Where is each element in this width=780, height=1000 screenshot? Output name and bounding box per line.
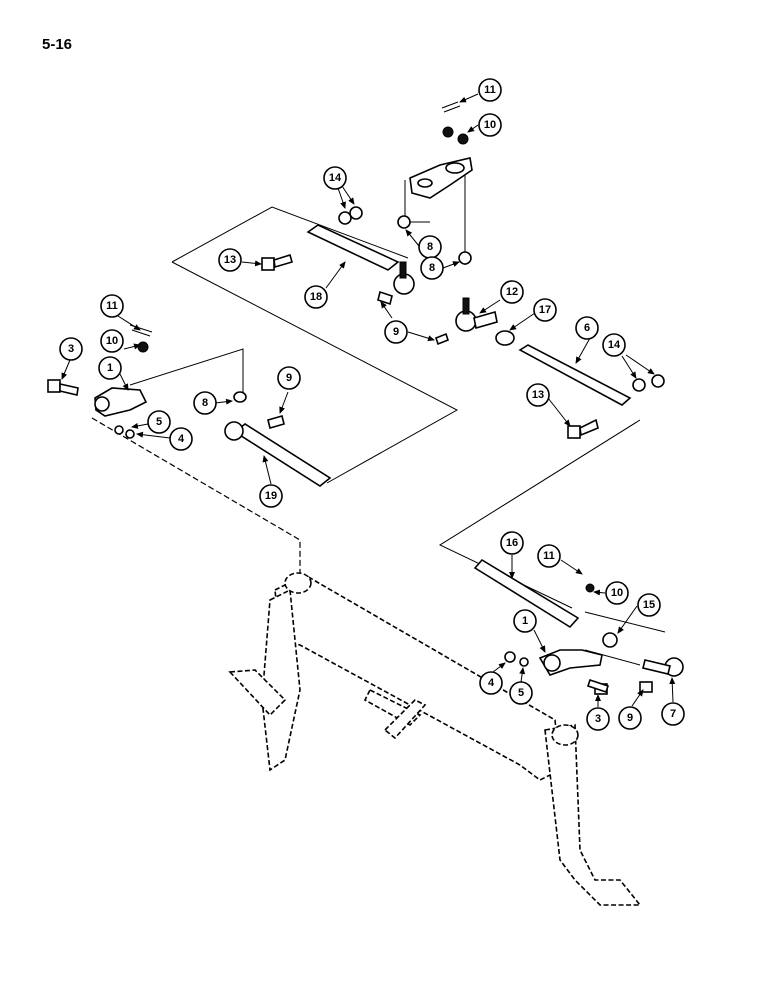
svg-text:18: 18 <box>310 291 322 303</box>
svg-text:5: 5 <box>518 687 524 699</box>
callout-4-b: 4 <box>479 671 503 695</box>
svg-text:8: 8 <box>202 397 208 409</box>
callout-7: 7 <box>661 702 685 726</box>
svg-text:15: 15 <box>643 599 655 611</box>
callout-11-c: 11 <box>537 544 561 568</box>
tie-rod-tube-left <box>224 391 332 487</box>
svg-text:1: 1 <box>522 615 528 627</box>
svg-text:3: 3 <box>68 343 74 355</box>
svg-text:4: 4 <box>178 433 185 445</box>
svg-text:14: 14 <box>608 339 621 351</box>
svg-text:3: 3 <box>595 713 601 725</box>
tie-rod-tube-right <box>518 344 665 406</box>
callout-14-b: 14 <box>602 333 626 357</box>
svg-text:14: 14 <box>329 172 342 184</box>
svg-text:13: 13 <box>224 254 236 266</box>
callout-17: 17 <box>533 298 557 322</box>
svg-text:16: 16 <box>506 537 518 549</box>
callout-9-c: 9 <box>618 706 642 730</box>
callout-11-a: 11 <box>478 78 502 102</box>
svg-text:7: 7 <box>670 708 676 720</box>
callout-4-a: 4 <box>169 427 193 451</box>
callout-15: 15 <box>637 593 661 617</box>
tie-rod-tee <box>435 297 498 346</box>
callout-11-b: 11 <box>100 294 124 318</box>
svg-text:10: 10 <box>484 119 496 131</box>
callout-12: 12 <box>500 280 524 304</box>
svg-text:10: 10 <box>611 587 623 599</box>
callout-9-b: 9 <box>277 366 301 390</box>
callout-5-b: 5 <box>509 681 533 705</box>
svg-text:11: 11 <box>543 550 555 562</box>
callout-10-c: 10 <box>605 581 629 605</box>
svg-text:8: 8 <box>427 241 433 253</box>
callout-8-c: 8 <box>193 391 217 415</box>
callout-1-b: 1 <box>513 609 537 633</box>
callout-3-b: 3 <box>586 707 610 731</box>
callout-14-a: 14 <box>323 166 347 190</box>
front-axle <box>228 572 642 906</box>
svg-text:9: 9 <box>627 712 633 724</box>
page-number: 5-16 <box>42 36 73 53</box>
callout-19: 19 <box>259 484 283 508</box>
callout-10-b: 10 <box>100 329 124 353</box>
callout-9-a: 9 <box>384 320 408 344</box>
callout-8-a: 8 <box>418 235 442 259</box>
svg-text:4: 4 <box>488 677 495 689</box>
svg-text:19: 19 <box>265 490 277 502</box>
svg-text:1: 1 <box>107 362 113 374</box>
svg-text:9: 9 <box>393 326 399 338</box>
callout-13-a: 13 <box>218 248 242 272</box>
svg-text:6: 6 <box>584 322 590 334</box>
right-tie-rod-assembly <box>473 558 684 695</box>
svg-text:13: 13 <box>532 389 544 401</box>
svg-text:11: 11 <box>484 84 496 96</box>
svg-text:5: 5 <box>156 416 162 428</box>
svg-text:9: 9 <box>286 372 292 384</box>
upper-bolt <box>261 253 293 271</box>
drag-link <box>306 224 415 306</box>
assembly-guide-lines <box>91 173 666 666</box>
svg-text:8: 8 <box>429 262 435 274</box>
callout-13-b: 13 <box>526 383 550 407</box>
callout-leaders <box>61 93 676 707</box>
callout-16: 16 <box>500 531 524 555</box>
pitman-arm-bracket <box>409 101 473 199</box>
callout-8-b: 8 <box>420 256 444 280</box>
callout-3-a: 3 <box>59 337 83 361</box>
right-bolt <box>567 418 599 439</box>
svg-text:17: 17 <box>539 304 551 316</box>
callout-6: 6 <box>575 316 599 340</box>
callout-5-a: 5 <box>147 410 171 434</box>
callout-18: 18 <box>304 285 328 309</box>
svg-text:11: 11 <box>106 300 118 312</box>
callout-balloons: 11 10 14 8 13 8 18 12 17 9 6 14 11 10 3 … <box>59 78 685 731</box>
callout-10-a: 10 <box>478 113 502 137</box>
callout-1-a: 1 <box>98 356 122 380</box>
svg-text:10: 10 <box>106 335 118 347</box>
svg-text:12: 12 <box>506 286 518 298</box>
adjusting-sleeve <box>495 330 515 346</box>
upper-nuts <box>338 206 472 265</box>
